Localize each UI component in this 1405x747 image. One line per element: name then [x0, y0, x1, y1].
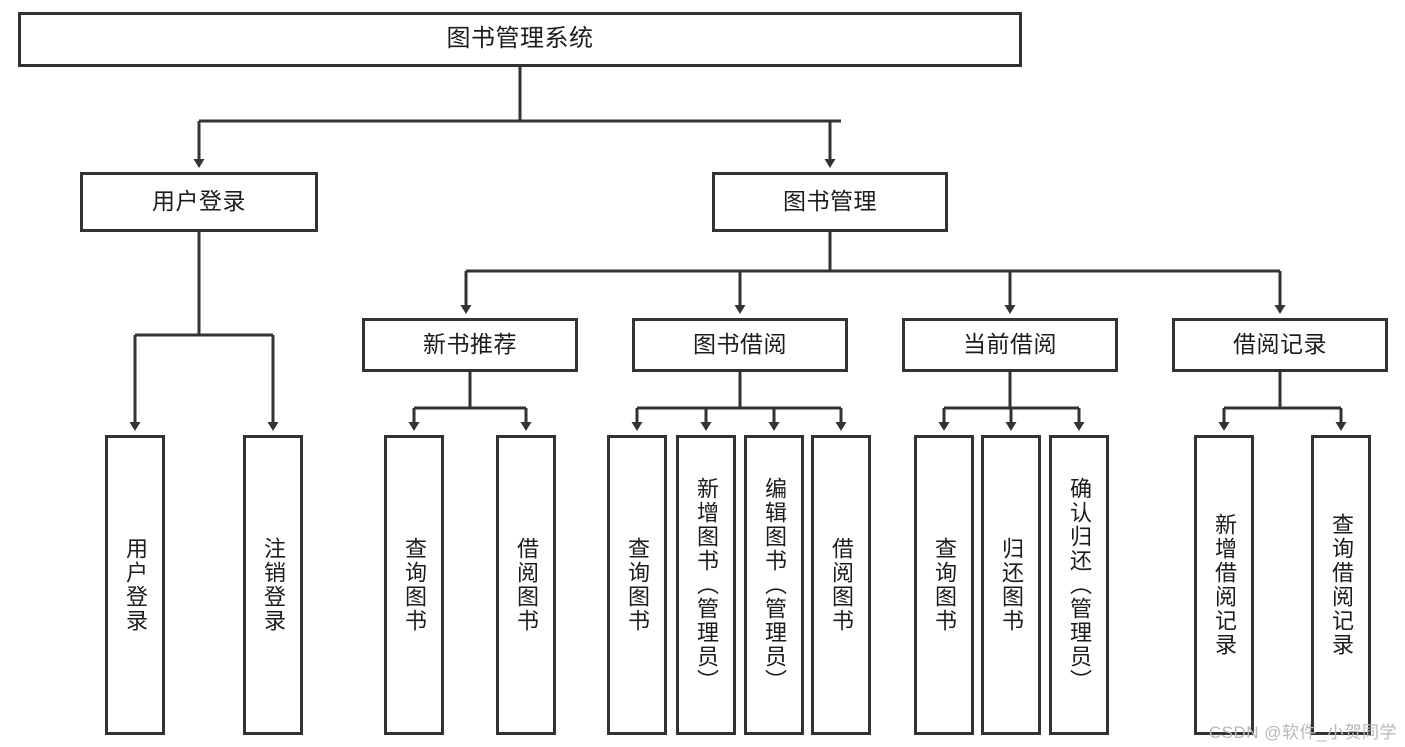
node-label: 借阅图书 [828, 537, 854, 633]
node-label: 用户登录 [152, 188, 246, 215]
node-system-root[interactable]: 图书管理系统 [18, 12, 1022, 67]
node-label: 查询图书 [931, 537, 957, 633]
node-label: 确认归还（管理员） [1066, 477, 1092, 693]
node-label: 新增图书（管理员） [693, 477, 719, 693]
node-label: 当前借阅 [963, 331, 1057, 358]
node-label: 编辑图书（管理员） [761, 477, 787, 693]
node-leaf-edit-book[interactable]: 编辑图书（管理员） [744, 435, 804, 735]
node-label: 借阅图书 [513, 537, 539, 633]
node-label: 查询借阅记录 [1328, 513, 1354, 657]
node-user-login[interactable]: 用户登录 [80, 172, 318, 232]
node-leaf-user-login[interactable]: 用户登录 [105, 435, 165, 735]
node-leaf-query-borrow-record[interactable]: 查询借阅记录 [1311, 435, 1371, 735]
csdn-watermark: CSDN @软件_小贺同学 [1208, 723, 1397, 742]
node-borrow-record[interactable]: 借阅记录 [1172, 318, 1388, 372]
node-label: 图书管理系统 [446, 25, 594, 53]
node-label: 注销登录 [260, 537, 286, 633]
node-book-management[interactable]: 图书管理 [712, 172, 948, 232]
node-leaf-add-book[interactable]: 新增图书（管理员） [676, 435, 736, 735]
node-label: 用户登录 [122, 537, 148, 633]
node-label: 新书推荐 [423, 331, 517, 358]
node-leaf-logout-login[interactable]: 注销登录 [243, 435, 303, 735]
node-current-borrow[interactable]: 当前借阅 [902, 318, 1118, 372]
node-label: 借阅记录 [1233, 331, 1327, 358]
node-label: 归还图书 [998, 537, 1024, 633]
node-leaf-borrow-book-1[interactable]: 借阅图书 [496, 435, 556, 735]
node-label: 查询图书 [624, 537, 650, 633]
node-leaf-query-book-2[interactable]: 查询图书 [607, 435, 667, 735]
node-leaf-query-book-3[interactable]: 查询图书 [914, 435, 974, 735]
node-book-borrow[interactable]: 图书借阅 [632, 318, 848, 372]
node-leaf-return-book[interactable]: 归还图书 [981, 435, 1041, 735]
node-leaf-confirm-return[interactable]: 确认归还（管理员） [1049, 435, 1109, 735]
node-label: 查询图书 [401, 537, 427, 633]
node-leaf-borrow-book-2[interactable]: 借阅图书 [811, 435, 871, 735]
node-leaf-query-book-1[interactable]: 查询图书 [384, 435, 444, 735]
node-label: 图书管理 [783, 188, 877, 215]
node-leaf-add-borrow-record[interactable]: 新增借阅记录 [1194, 435, 1254, 735]
node-new-book-recommend[interactable]: 新书推荐 [362, 318, 578, 372]
node-label: 新增借阅记录 [1211, 513, 1237, 657]
node-label: 图书借阅 [693, 331, 787, 358]
